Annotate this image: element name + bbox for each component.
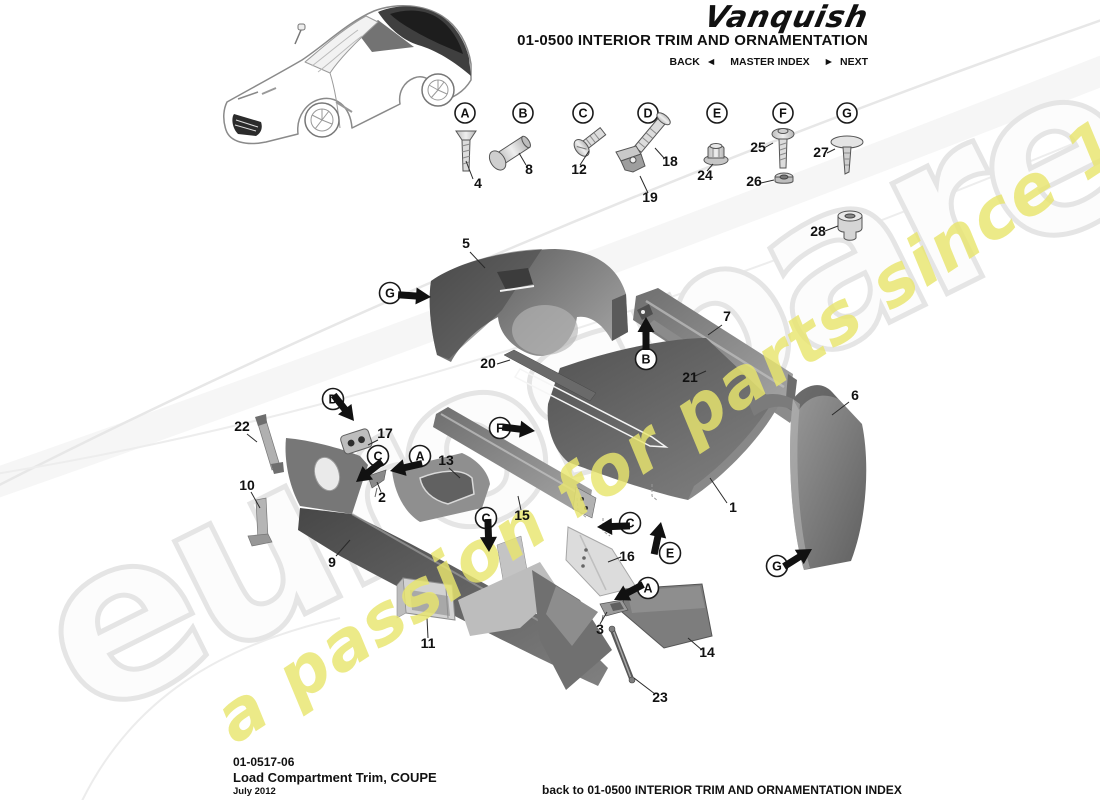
nav-back-link[interactable]: BACK — [669, 56, 700, 68]
legend-circle-E — [706, 102, 728, 124]
part-label-26: 26 — [746, 173, 762, 189]
car-shaded-load-area — [378, 6, 471, 76]
document-number: 01-0517-06 — [233, 755, 295, 769]
part-label-17: 17 — [377, 425, 393, 441]
document-title: Load Compartment Trim, COUPE — [233, 770, 437, 785]
part-label-14: 14 — [699, 644, 715, 660]
callout-letter-f1: F — [496, 422, 504, 436]
part-label-22: 22 — [234, 418, 250, 434]
callout-letter-c1: C — [373, 450, 382, 464]
part-14-tray-panel — [621, 583, 713, 649]
nav-master-index-link[interactable]: MASTER INDEX — [730, 56, 810, 68]
part-label-18: 18 — [662, 153, 678, 169]
part-16-triangle-panel — [565, 526, 637, 597]
part-label-11: 11 — [421, 635, 436, 651]
part-2-clip-bracket — [367, 469, 387, 498]
callout-letter-a2: A — [643, 582, 652, 596]
callout-letter-b1: B — [641, 353, 650, 367]
nut-f-icon — [774, 172, 794, 184]
pushpin-g-icon — [830, 135, 864, 175]
fastener-legend: A B C D E F G — [454, 102, 864, 241]
part-label-28: 28 — [810, 223, 826, 239]
legend-letter-f: F — [779, 107, 787, 121]
exploded-view — [247, 249, 867, 690]
part-label-20: 20 — [480, 355, 496, 371]
callout-letter-g1: G — [385, 287, 395, 301]
car-illustration — [223, 5, 472, 145]
screw-f-icon — [771, 128, 795, 169]
callout-letter-a1: A — [415, 450, 424, 464]
part-3-bracket — [599, 599, 629, 622]
diagram-callouts: G B D C A F C C E A G — [321, 281, 817, 608]
nav-next-arrow-icon[interactable]: ► — [823, 56, 834, 68]
fixing-position-marks — [576, 484, 659, 537]
part-label-25: 25 — [750, 139, 766, 155]
part-13-pocket-panel — [392, 453, 490, 522]
clip-d-icon — [615, 145, 646, 173]
part-label-27: 27 — [813, 144, 829, 160]
brand-logo: Vanquish — [701, 0, 872, 35]
document-date: July 2012 — [233, 786, 276, 797]
legend-circle-B — [512, 102, 534, 124]
part-label-2: 2 — [378, 489, 386, 505]
part-label-3: 3 — [596, 621, 604, 637]
part-label-9: 9 — [328, 554, 336, 570]
part-1-load-floor — [547, 338, 778, 500]
legend-circle-A — [454, 102, 476, 124]
part-label-23: 23 — [652, 689, 668, 705]
legend-circle-F — [772, 102, 794, 124]
legend-leader-lines — [465, 142, 839, 232]
part-label-5: 5 — [462, 235, 470, 251]
legend-letter-d: D — [643, 107, 652, 121]
part-6-side-trim — [749, 385, 867, 570]
legend-circle-G — [836, 102, 858, 124]
legend-letter-b: B — [518, 107, 527, 121]
legend-letter-a: A — [460, 107, 469, 121]
part-label-7: 7 — [723, 308, 731, 324]
part-5-bulkhead-trim — [429, 249, 628, 362]
part-label-4: 4 — [474, 175, 482, 191]
screw-c-icon — [573, 126, 607, 157]
part-17-striker-plate — [340, 428, 373, 455]
legend-circle-C — [572, 102, 594, 124]
grommet-g-icon — [837, 210, 863, 241]
part-label-1: 1 — [729, 499, 737, 515]
nav-next-link[interactable]: NEXT — [839, 56, 868, 68]
legend-letter-g: G — [842, 107, 852, 121]
part-label-8: 8 — [525, 161, 533, 177]
screw-a-icon — [455, 130, 477, 172]
callout-letter-c2: C — [481, 512, 490, 526]
part-22-strut-brace — [255, 414, 284, 474]
part-label-24: 24 — [697, 167, 713, 183]
part-23-gas-strut — [608, 625, 636, 684]
legend-letter-c: C — [578, 107, 587, 121]
part-label-12: 12 — [571, 161, 587, 177]
part-label-6: 6 — [851, 387, 859, 403]
part-label-16: 16 — [619, 548, 635, 564]
part-15-support-rail — [433, 407, 597, 519]
part-label-21: 21 — [682, 369, 698, 385]
nav-back-arrow-icon[interactable]: ◄ — [705, 56, 717, 68]
part-10-support-bracket — [247, 497, 273, 547]
part-number-labels: 1 2 3 4 5 6 7 8 9 10 11 12 13 14 15 16 1… — [234, 139, 859, 705]
part-20-trim-rod — [503, 349, 669, 448]
part-label-19: 19 — [642, 189, 658, 205]
callout-letter-e1: E — [666, 547, 674, 561]
part-label-13: 13 — [438, 452, 454, 468]
part-leader-lines — [246, 251, 850, 695]
callout-letter-g2: G — [772, 560, 782, 574]
back-to-index-link[interactable]: back to 01-0500 INTERIOR TRIM AND ORNAME… — [542, 783, 902, 797]
nut-e-icon — [703, 143, 729, 166]
part-label-10: 10 — [239, 477, 255, 493]
part-11-box-bracket — [396, 577, 456, 621]
legend-letter-e: E — [713, 107, 721, 121]
section-title: 01-0500 INTERIOR TRIM AND ORNAMENTATION — [517, 32, 868, 49]
catalog-navigation: BACK ◄ MASTER INDEX ► NEXT — [663, 56, 868, 68]
bolt-b-icon — [488, 135, 531, 171]
part-label-15: 15 — [514, 507, 530, 523]
callout-letter-c3: C — [625, 517, 634, 531]
